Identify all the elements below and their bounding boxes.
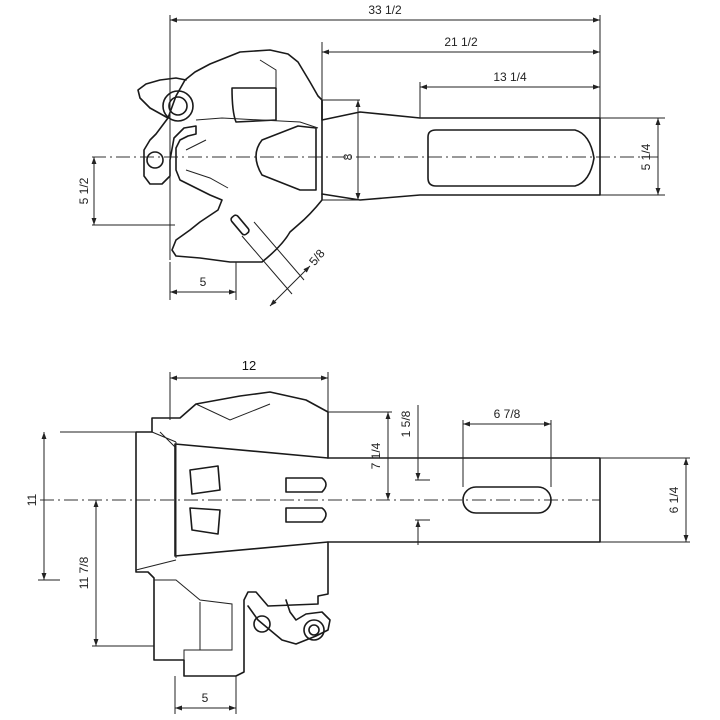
- top-pin: [230, 214, 250, 236]
- dim-line-pin-diameter: [269, 265, 311, 307]
- dim-offset-b: 1 5/8: [399, 410, 413, 437]
- bottom-window-upper-left: [189, 465, 221, 495]
- dim-head-height: 8: [341, 153, 355, 160]
- dim-jaw-offset: 5 1/2: [77, 177, 91, 204]
- top-pivot-eye-inner: [168, 96, 188, 116]
- top-inner-lines: [185, 59, 319, 189]
- bottom-window-lower-left: [189, 507, 221, 535]
- dim-jaw-width: 5: [200, 275, 207, 289]
- dim-slot-length: 6 7/8: [494, 407, 521, 421]
- dim-total-height: 11: [25, 493, 39, 506]
- dim-ext-pin: [241, 221, 305, 295]
- top-jaw-pocket: [255, 125, 317, 191]
- bottom-window-upper-right: [285, 477, 327, 493]
- top-pivot-eye-outer: [162, 90, 194, 122]
- bottom-lower-hook-loop: [253, 615, 271, 633]
- dim-body-length: 12: [242, 358, 256, 373]
- dim-lower-height: 11 7/8: [77, 556, 91, 589]
- bottom-view: 12 6 7/8 6 1/4 7 1/4 1 5/8 11 11 7/8 5: [25, 358, 690, 714]
- dim-shank-width: 5 1/4: [639, 143, 653, 170]
- bottom-eye-inner: [308, 624, 320, 636]
- dim-base-width: 5: [202, 691, 209, 705]
- top-extension-lines: [92, 15, 665, 300]
- dim-shank-length: 13 1/4: [493, 70, 527, 84]
- top-shank-slot: [427, 129, 595, 187]
- bottom-frame-inner: [135, 403, 271, 660]
- top-view: 33 1/2 21 1/2 13 1/4 5 1/4 8 5 1/2 5 5/8: [77, 3, 665, 307]
- bottom-eye-outer: [303, 619, 325, 641]
- top-small-loop: [146, 151, 164, 169]
- top-inner-window: [231, 87, 277, 123]
- top-head-outline: [143, 49, 323, 263]
- dim-mid-length: 21 1/2: [444, 35, 478, 49]
- dim-offset-a: 7 1/4: [369, 442, 383, 469]
- top-hook-claw: [137, 77, 187, 119]
- dim-overall-length: 33 1/2: [368, 3, 402, 17]
- dim-bottom-shank-width: 6 1/4: [667, 486, 681, 513]
- dim-pin-diameter: 5/8: [306, 246, 328, 268]
- bottom-shank-slot: [462, 486, 552, 514]
- bottom-window-lower-right: [285, 507, 327, 523]
- bottom-lower-hook: [247, 599, 331, 645]
- top-shank-outline: [321, 99, 601, 201]
